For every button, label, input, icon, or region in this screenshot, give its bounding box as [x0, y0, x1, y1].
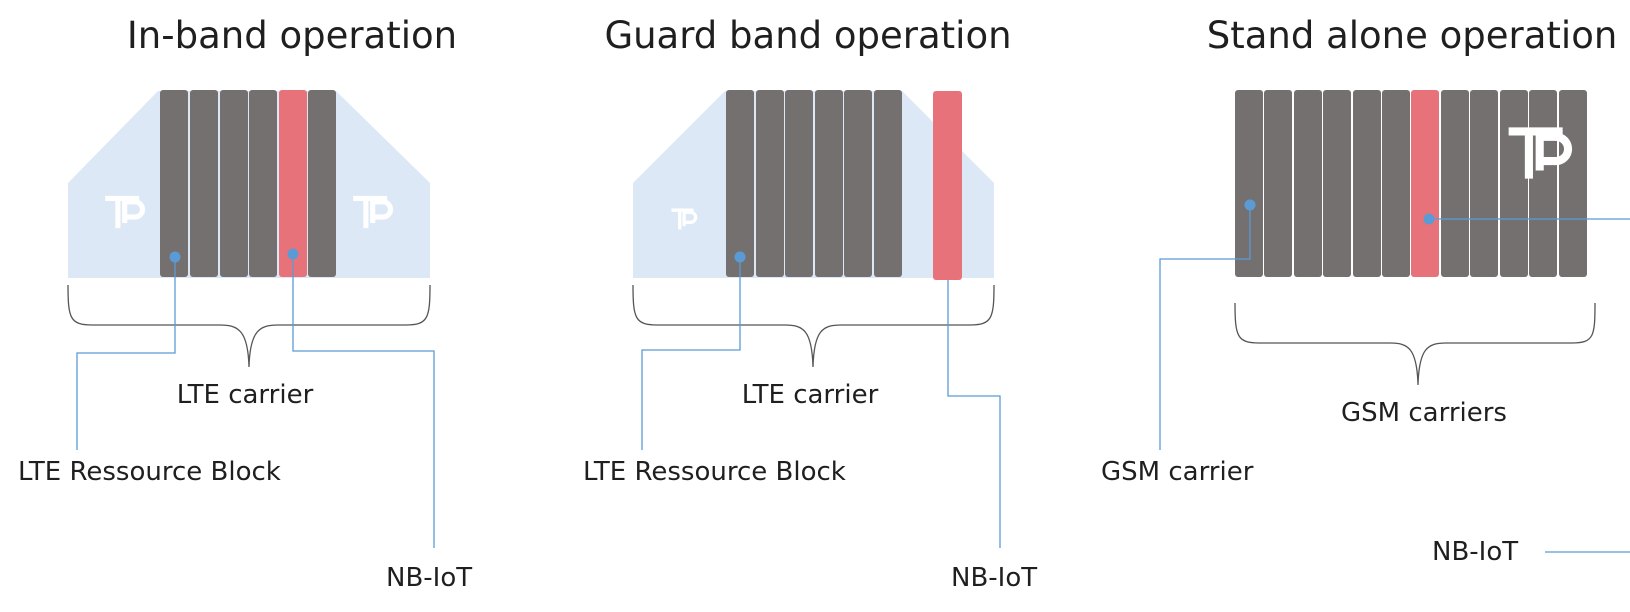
block-label: LTE Ressource Block [583, 457, 846, 487]
lte-carrier-band [633, 91, 994, 278]
gsm-carrier-block [1264, 90, 1292, 277]
carrier-label: LTE carrier [177, 380, 314, 410]
carrier-brace [1234, 302, 1596, 386]
carrier-brace [67, 284, 431, 368]
lte-resource-block [220, 90, 248, 277]
fp-logo-icon [353, 195, 394, 229]
resource-blocks [726, 90, 962, 280]
gsm-carrier-block [1294, 90, 1322, 277]
lte-resource-block [844, 90, 872, 277]
lte-resource-block [308, 90, 336, 277]
leader-dot [169, 251, 181, 263]
panel-in-band: In-band operation LTE carrier LTE Ressou… [18, 14, 472, 593]
lte-resource-block [815, 90, 843, 277]
panel-title: Stand alone operation [1207, 14, 1618, 57]
leader-dot [734, 251, 746, 263]
panel-stand-alone: Stand alone operation GSM carriers GSM c… [1101, 14, 1630, 567]
gsm-carrier-blocks [1235, 90, 1587, 277]
nb-iot-label: NB-IoT [1432, 537, 1518, 567]
nb-iot-block [933, 91, 962, 280]
gsm-carrier-block [1382, 90, 1410, 277]
carrier-label: LTE carrier [742, 380, 879, 410]
gsm-carrier-block [1470, 90, 1498, 277]
nb-iot-label: NB-IoT [386, 563, 472, 593]
lte-resource-block [249, 90, 277, 277]
lte-resource-block [874, 90, 902, 277]
nb-iot-leader [292, 254, 435, 548]
lte-resource-block [785, 90, 813, 277]
lte-resource-block [160, 90, 188, 277]
nb-iot-block [1411, 90, 1439, 277]
block-label: LTE Ressource Block [18, 457, 281, 487]
nb-iot-label: NB-IoT [951, 563, 1037, 593]
gsm-carrier-block [1353, 90, 1381, 277]
gsm-carrier-leader [1159, 205, 1251, 450]
fp-logo-icon [671, 208, 698, 230]
lte-resource-block [756, 90, 784, 277]
fp-logo-icon [105, 195, 146, 229]
panel-title: In-band operation [127, 14, 457, 57]
carrier-brace [632, 284, 995, 368]
resource-block-leader [76, 257, 176, 450]
gsm-carrier-block [1323, 90, 1351, 277]
nb-iot-leader [947, 280, 1001, 548]
leader-dot [1423, 213, 1435, 225]
gsm-carrier-block [1559, 90, 1587, 277]
gsm-carrier-block [1441, 90, 1469, 277]
panel-title: Guard band operation [604, 14, 1011, 57]
nb-iot-block [279, 90, 307, 277]
gsm-carrier-block [1529, 90, 1557, 277]
leader-dot [287, 248, 299, 260]
leader-dot [1244, 199, 1256, 211]
carrier-label: GSM carriers [1341, 398, 1507, 428]
lte-resource-block [726, 90, 754, 277]
gsm-carrier-block [1500, 90, 1528, 277]
resource-blocks [160, 90, 336, 277]
lte-resource-block [190, 90, 218, 277]
resource-block-leader [641, 257, 741, 450]
panel-guard-band: Guard band operation LTE carrier LTE Res… [583, 14, 1037, 593]
gsm-carrier-block [1235, 90, 1263, 277]
block-label: GSM carrier [1101, 457, 1254, 487]
fp-logo-icon [1508, 127, 1573, 179]
